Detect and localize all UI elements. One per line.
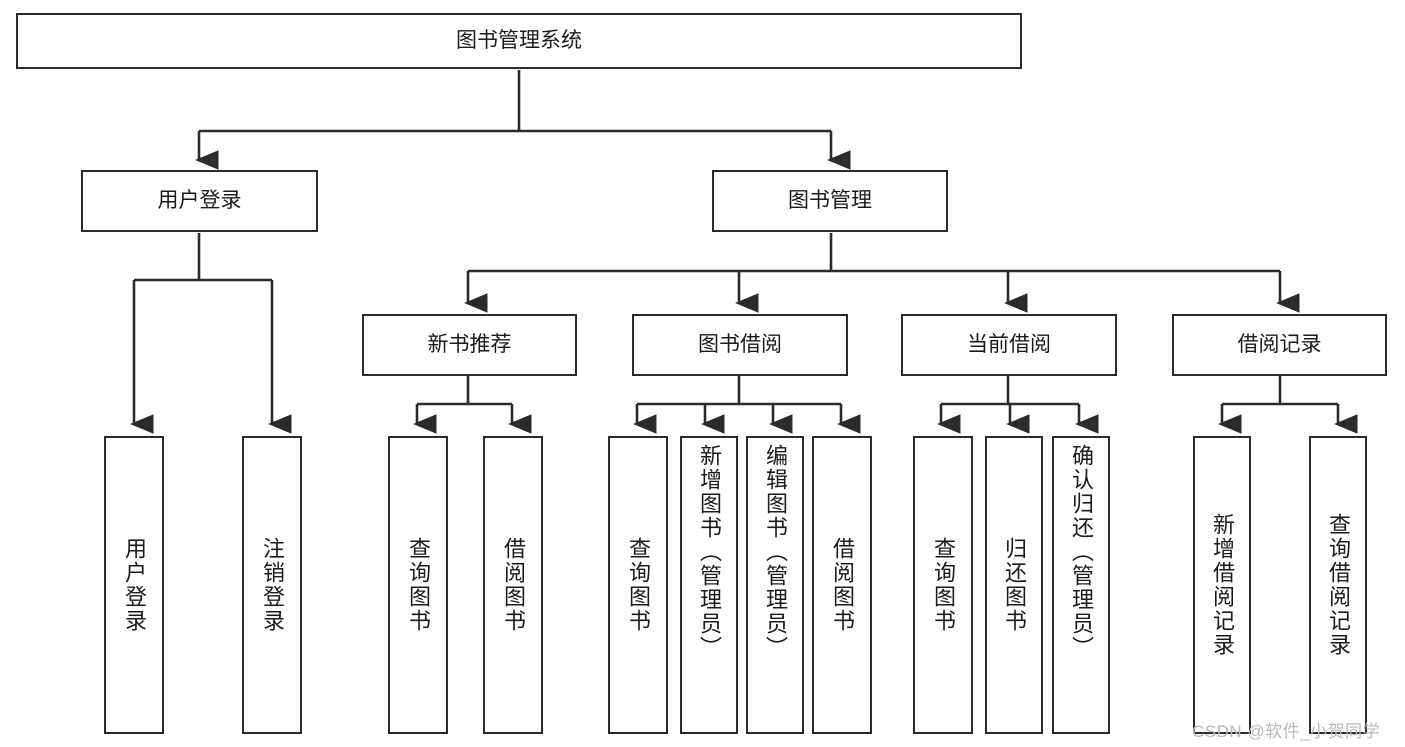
node-label: 当前借阅 (967, 332, 1051, 356)
node-label: 借阅记录 (1237, 332, 1322, 356)
leaf-borrow-records-add-record[interactable]: 新增借阅记录 (1193, 436, 1251, 734)
node-new-book-recommend[interactable]: 新书推荐 (362, 314, 577, 376)
leaf-new-book-query-books[interactable]: 查询图书 (388, 436, 448, 734)
node-label: 编辑图书（管理员） (763, 444, 788, 660)
node-borrow-records[interactable]: 借阅记录 (1172, 314, 1387, 376)
leaf-book-borrow-query-books[interactable]: 查询图书 (608, 436, 668, 734)
node-label: 确认归还（管理员） (1069, 444, 1094, 660)
node-label: 新增图书（管理员） (697, 444, 722, 660)
node-label: 图书管理系统 (456, 28, 582, 52)
node-label: 查询借阅记录 (1326, 513, 1351, 657)
node-book-management[interactable]: 图书管理 (712, 170, 948, 232)
leaf-current-borrow-return-books[interactable]: 归还图书 (985, 436, 1043, 734)
leaf-user-login-logout[interactable]: 注销登录 (242, 436, 302, 734)
leaf-current-borrow-confirm-return-admin[interactable]: 确认归还（管理员） (1052, 436, 1110, 734)
node-label: 用户登录 (122, 537, 147, 633)
node-label: 查询图书 (406, 537, 431, 633)
leaf-new-book-borrow-books[interactable]: 借阅图书 (483, 436, 543, 734)
node-label: 查询图书 (626, 537, 651, 633)
node-label: 借阅图书 (830, 537, 855, 633)
node-book-borrow[interactable]: 图书借阅 (632, 314, 848, 376)
node-label: 借阅图书 (501, 537, 526, 633)
node-label: 用户登录 (157, 188, 242, 212)
node-label: 图书借阅 (698, 332, 782, 356)
leaf-book-borrow-edit-book-admin[interactable]: 编辑图书（管理员） (746, 436, 804, 734)
leaf-book-borrow-borrow-books[interactable]: 借阅图书 (812, 436, 872, 734)
node-label: 新书推荐 (427, 332, 512, 356)
node-user-login[interactable]: 用户登录 (81, 170, 318, 232)
node-label: 查询图书 (931, 537, 956, 633)
leaf-user-login-login[interactable]: 用户登录 (104, 436, 164, 734)
csdn-watermark: CSDN @软件_小贺同学 (1192, 722, 1381, 741)
node-label: 归还图书 (1002, 537, 1027, 633)
node-current-borrow[interactable]: 当前借阅 (901, 314, 1117, 376)
leaf-book-borrow-add-book-admin[interactable]: 新增图书（管理员） (680, 436, 738, 734)
leaf-current-borrow-query-books[interactable]: 查询图书 (913, 436, 973, 734)
node-label: 新增借阅记录 (1210, 513, 1235, 657)
node-label: 注销登录 (260, 537, 285, 633)
leaf-borrow-records-query-record[interactable]: 查询借阅记录 (1309, 436, 1367, 734)
node-root-book-management-system[interactable]: 图书管理系统 (16, 13, 1022, 69)
node-label: 图书管理 (788, 188, 872, 212)
